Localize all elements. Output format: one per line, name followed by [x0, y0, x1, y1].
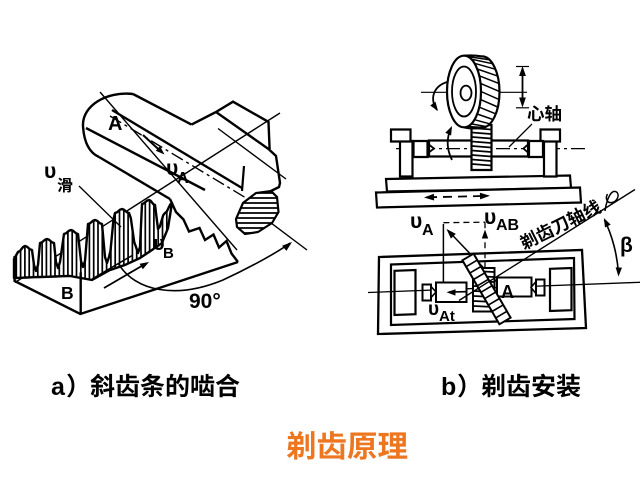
svg-text:υ: υ — [410, 210, 422, 233]
svg-text:a: a — [51, 373, 66, 401]
svg-text:A: A — [108, 113, 122, 135]
svg-text:B: B — [61, 283, 74, 303]
svg-text:υ: υ — [484, 206, 496, 229]
svg-text:A: A — [501, 282, 514, 302]
svg-text:υ: υ — [428, 299, 439, 320]
svg-text:A: A — [422, 222, 434, 239]
svg-text:90°: 90° — [189, 290, 221, 313]
svg-text:υ: υ — [166, 157, 178, 180]
svg-text:β: β — [620, 234, 633, 257]
svg-text:υ: υ — [44, 160, 56, 183]
svg-text:A: A — [177, 170, 189, 187]
svg-text:B: B — [163, 245, 174, 262]
svg-text:At: At — [439, 308, 455, 325]
svg-text:υ: υ — [153, 233, 165, 255]
svg-text:b: b — [441, 373, 456, 401]
svg-text:AB: AB — [496, 217, 519, 234]
